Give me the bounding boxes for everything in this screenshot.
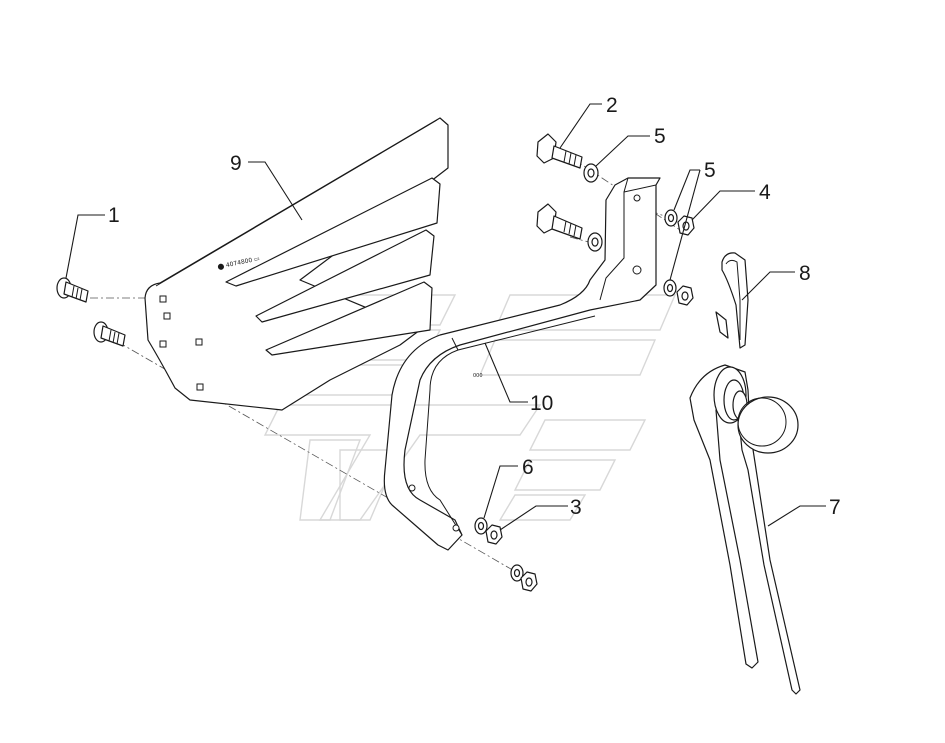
nut-part-3-upper <box>485 524 503 545</box>
spring-clip-part-8 <box>715 252 749 349</box>
nut-part-4-lower <box>676 285 694 306</box>
bolt-part-1-lower <box>93 321 126 347</box>
nut-part-4-upper <box>677 215 695 236</box>
leader-7 <box>767 505 826 527</box>
callout-4: 4 <box>759 181 771 204</box>
callout-7: 7 <box>829 496 841 519</box>
svg-text:000: 000 <box>473 373 483 379</box>
callout-5a: 5 <box>654 125 666 148</box>
callout-2: 2 <box>606 94 618 117</box>
leader-lines <box>65 103 826 531</box>
callout-10: 10 <box>530 392 553 415</box>
leader-6 <box>483 465 518 519</box>
leader-9 <box>248 161 303 221</box>
leader-5a <box>595 135 650 167</box>
callout-9: 9 <box>230 152 242 175</box>
leader-8 <box>741 271 795 301</box>
bolt-part-1-upper <box>56 277 89 303</box>
washer-part-5-b <box>587 232 603 252</box>
washer-part-5-d <box>663 279 677 297</box>
washer-part-5-a <box>583 163 599 183</box>
nut-part-3-lower <box>520 571 538 592</box>
spring-tine-part-7 <box>689 364 801 695</box>
callout-6: 6 <box>522 456 534 479</box>
washer-part-5-c <box>664 209 678 227</box>
leader-2 <box>559 103 602 149</box>
leader-5b <box>673 169 700 211</box>
leader-5b-2 <box>669 169 701 281</box>
leader-10 <box>484 342 528 403</box>
leader-3 <box>499 505 568 531</box>
washer-part-6-lower <box>510 564 524 582</box>
leader-4 <box>691 190 755 221</box>
hex-bolt-part-2-lower <box>536 203 583 240</box>
callout-1: 1 <box>108 204 120 227</box>
callout-5b: 5 <box>704 159 716 182</box>
washer-part-6-upper <box>474 517 488 535</box>
hex-bolt-part-2-upper <box>536 133 583 169</box>
callout-8: 8 <box>799 262 811 285</box>
callout-labels: 1 2 5 5 4 8 9 10 6 3 7 <box>108 94 841 519</box>
deflector-plate-part-9: ⬤ 4074800 ▭ <box>144 117 449 411</box>
leader-1 <box>65 214 105 279</box>
mounting-bracket-part-10: 000 <box>383 177 661 551</box>
callout-3: 3 <box>570 496 582 519</box>
